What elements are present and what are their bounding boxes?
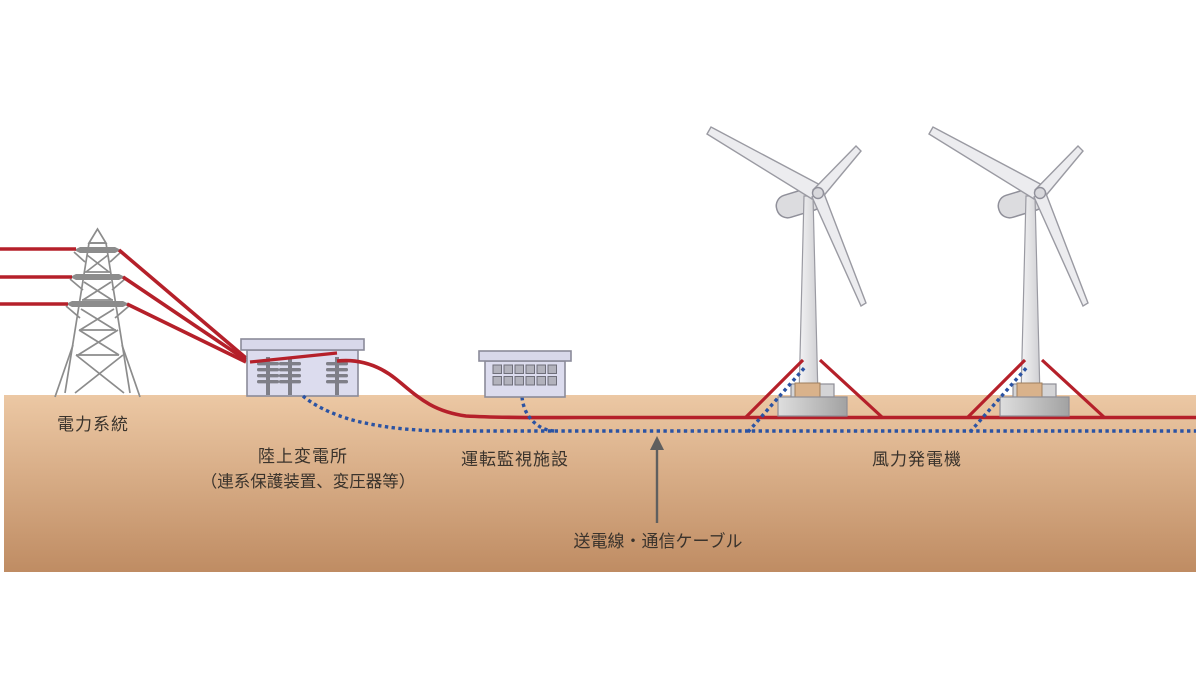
ground	[4, 395, 1196, 572]
onshore-substation-icon	[240, 338, 365, 397]
substation-sublabel: （連系保護装置、変圧器等）	[200, 473, 416, 491]
overhead-power-lines	[0, 247, 248, 364]
cable-label: 送電線・通信ケーブル	[573, 532, 743, 551]
monitoring-facility-icon	[478, 350, 572, 398]
communication-cable-blue	[301, 394, 1196, 433]
power-grid-pylon-icon	[54, 227, 141, 398]
transmission-cable-red	[336, 358, 1196, 420]
substation-insulators	[257, 357, 348, 395]
monitoring-facility-label: 運転監視施設	[461, 450, 569, 469]
power-grid-label: 電力系統	[57, 415, 129, 434]
monitoring-facility-windows	[492, 364, 557, 386]
wind-turbine-label: 風力発電機	[872, 450, 962, 469]
wind-turbine-1-icon	[705, 125, 885, 434]
substation-label: 陸上変電所	[258, 447, 348, 466]
wind-turbine-2-icon	[927, 125, 1107, 434]
up-arrow-icon	[650, 436, 664, 523]
